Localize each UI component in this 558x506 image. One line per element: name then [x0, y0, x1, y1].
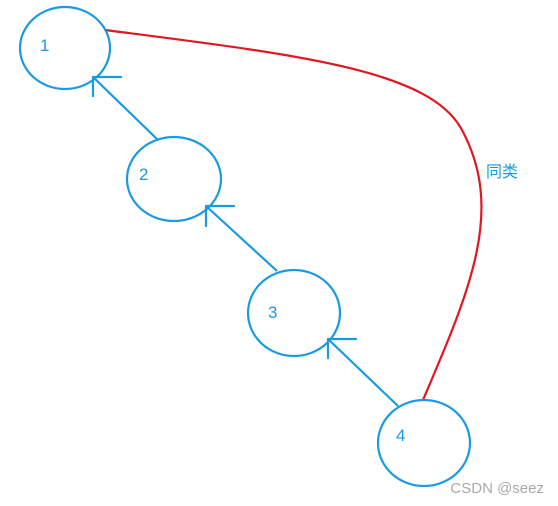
- node-1: 1: [18, 5, 112, 91]
- arrow-head-2-to-1-icon: [91, 75, 123, 98]
- node-1-label: 1: [40, 36, 49, 55]
- node-3-circle: [246, 268, 342, 358]
- relation-label: 同类: [486, 162, 518, 181]
- relation-curve-1-4: [104, 28, 483, 401]
- node-2-circle: [125, 135, 223, 223]
- edge-3-to-2: [205, 205, 278, 272]
- edges-layer: [91, 75, 399, 407]
- node-4-label: 4: [396, 426, 405, 445]
- watermark: CSDN @seez: [450, 480, 544, 497]
- node-3: 3: [246, 268, 342, 358]
- node-4-circle: [376, 398, 472, 488]
- node-2: 2: [125, 135, 223, 223]
- edge-2-to-1: [92, 76, 159, 141]
- arrow-head-3-to-2-icon: [204, 204, 236, 228]
- arrow-head-4-to-3-icon: [326, 337, 358, 360]
- node-1-circle: [18, 5, 112, 91]
- node-2-label: 2: [139, 165, 148, 184]
- node-4: 4: [376, 398, 472, 488]
- node-3-label: 3: [268, 303, 277, 322]
- edge-4-to-3: [327, 338, 399, 407]
